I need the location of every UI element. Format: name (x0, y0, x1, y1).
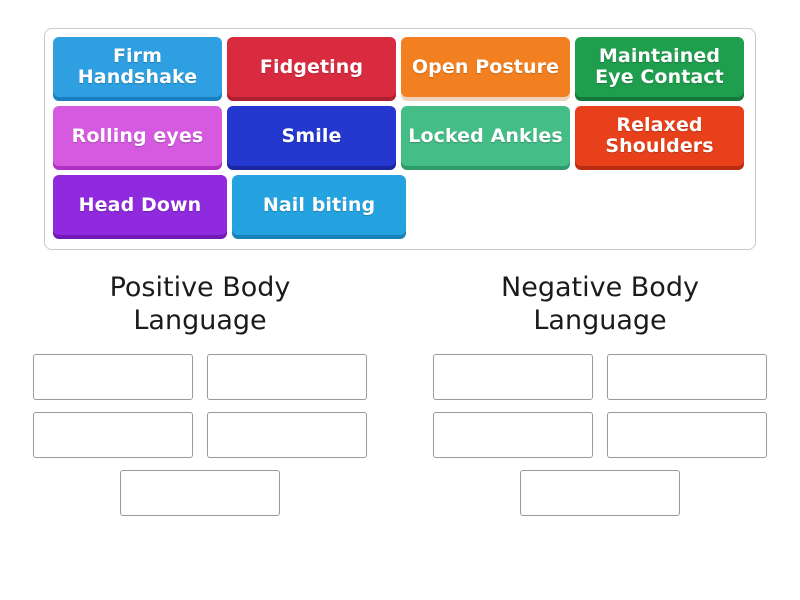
drop-slot[interactable] (207, 411, 367, 458)
drop-slot[interactable] (120, 469, 280, 516)
word-tile-label: Locked Ankles (408, 124, 563, 147)
category-columns: Positive Body Language Negative Body Lan… (0, 272, 800, 516)
word-tile-label: Fidgeting (259, 55, 364, 78)
drop-slot[interactable] (433, 353, 593, 400)
word-tile-label: Open Posture (411, 55, 560, 78)
word-tile-label: Nail biting (262, 193, 376, 216)
word-tile-label: Smile (281, 124, 342, 147)
category-column-negative: Negative Body Language (400, 272, 800, 516)
drop-slot[interactable] (607, 411, 767, 458)
drop-slot[interactable] (433, 411, 593, 458)
drop-slot[interactable] (33, 411, 193, 458)
word-bank-row-1: Firm Handshake Fidgeting Open Posture Ma… (53, 37, 749, 106)
drop-slot[interactable] (33, 353, 193, 400)
word-tile-relaxed-shoulders[interactable]: Relaxed Shoulders (575, 106, 744, 170)
word-tile-head-down[interactable]: Head Down (53, 175, 227, 239)
word-tile-rolling-eyes[interactable]: Rolling eyes (53, 106, 222, 170)
word-tile-maintained-eye-contact[interactable]: Maintained Eye Contact (575, 37, 744, 101)
drop-slot[interactable] (520, 469, 680, 516)
category-title-negative: Negative Body Language (501, 272, 699, 336)
drop-slot[interactable] (207, 353, 367, 400)
category-title-positive: Positive Body Language (109, 272, 291, 336)
word-tile-label: Relaxed Shoulders (605, 114, 714, 157)
category-column-positive: Positive Body Language (0, 272, 400, 516)
drop-zones-positive (24, 353, 376, 516)
word-bank-row-3: Head Down Nail biting (53, 175, 749, 244)
word-tile-nail-biting[interactable]: Nail biting (232, 175, 406, 239)
drop-zones-negative (424, 353, 776, 516)
word-tile-label: Rolling eyes (71, 124, 204, 147)
word-tile-fidgeting[interactable]: Fidgeting (227, 37, 396, 101)
word-bank: Firm Handshake Fidgeting Open Posture Ma… (44, 28, 756, 250)
word-tile-locked-ankles[interactable]: Locked Ankles (401, 106, 570, 170)
word-tile-label: Head Down (78, 193, 202, 216)
drop-slot[interactable] (607, 353, 767, 400)
word-tile-label: Maintained Eye Contact (595, 45, 724, 88)
word-bank-row-2: Rolling eyes Smile Locked Ankles Relaxed… (53, 106, 749, 175)
word-tile-firm-handshake[interactable]: Firm Handshake (53, 37, 222, 101)
word-tile-smile[interactable]: Smile (227, 106, 396, 170)
word-tile-open-posture[interactable]: Open Posture (401, 37, 570, 101)
word-tile-label: Firm Handshake (77, 45, 198, 88)
